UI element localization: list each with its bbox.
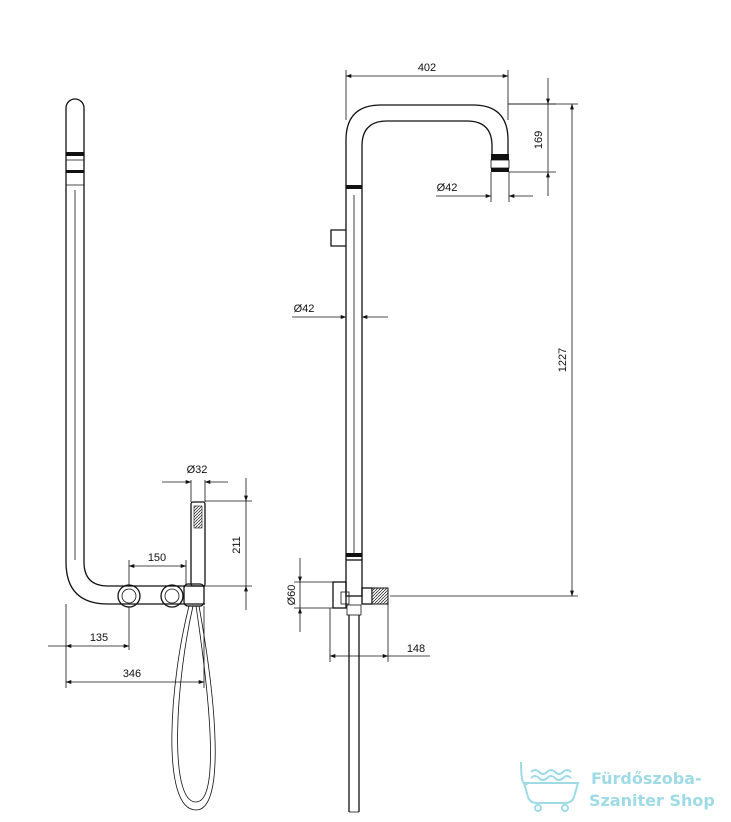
dim-valve-spacing: 150 [128, 552, 187, 585]
dim-label-column-d42: Ø42 [294, 303, 315, 315]
front-view [330, 104, 510, 813]
dim-label-135: 135 [90, 632, 108, 644]
dim-spout-diameter: Ø42 [436, 172, 533, 202]
dim-label-spout-d42: Ø42 [437, 182, 458, 194]
shower-head-connector [491, 154, 509, 160]
dim-label-211: 211 [231, 536, 243, 554]
watermark-line-2: Szaniter Shop [589, 791, 715, 810]
dim-pipe-offset: 135 [48, 604, 130, 688]
shower-hose [171, 605, 216, 811]
side-pipe [65, 98, 120, 605]
dim-label-d32: Ø32 [187, 464, 208, 476]
dim-label-169: 169 [533, 131, 545, 149]
dim-column-height: 1227 [390, 103, 578, 597]
dim-label-d60: Ø60 [286, 585, 298, 606]
bathtub-icon [520, 761, 580, 812]
dim-label-346: 346 [123, 668, 141, 680]
dim-label-1227: 1227 [557, 348, 569, 372]
watermark-line-1: Fürdőszoba- [591, 769, 702, 788]
valve-right [160, 584, 184, 608]
watermark: Fürdőszoba- Szaniter Shop [520, 761, 715, 812]
mixer-knob [371, 587, 389, 605]
dim-mixer-depth: 148 [329, 604, 430, 662]
wall-bracket [330, 229, 346, 247]
dim-mixer-diameter: Ø60 [286, 558, 333, 632]
dim-label-148: 148 [407, 643, 425, 655]
dim-label-150: 150 [148, 552, 166, 564]
pipe-ring-upper [66, 152, 84, 156]
side-view [65, 98, 216, 811]
dim-top-width: 402 [345, 62, 509, 120]
shower-column [345, 104, 509, 560]
dim-total-width: 346 [65, 606, 205, 688]
dim-label-402: 402 [418, 62, 436, 74]
dim-hand-shower-diameter: Ø32 [162, 464, 228, 502]
mixer-body [345, 559, 363, 597]
dim-hand-shower-length: 211 [204, 478, 252, 610]
dim-column-diameter: Ø42 [292, 303, 388, 319]
hand-shower [190, 501, 206, 587]
pipe-ring-lower [66, 170, 84, 173]
dim-spout-drop: 169 [508, 78, 556, 196]
hand-shower-holder [183, 583, 205, 607]
